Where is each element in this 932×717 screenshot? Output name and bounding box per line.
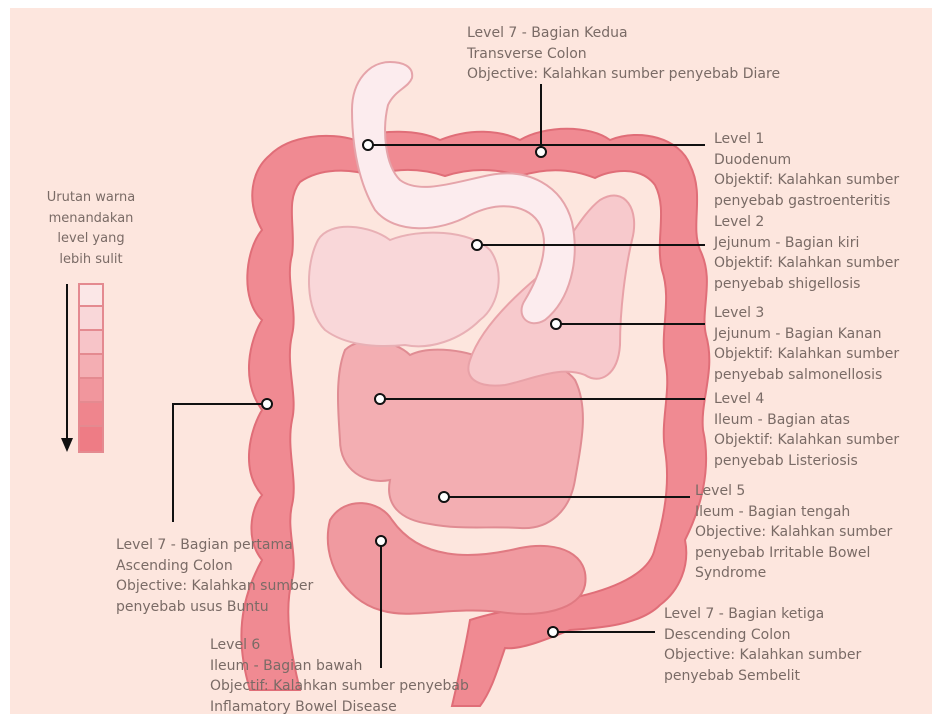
- legend-caption-line: lebih sulit: [30, 250, 152, 271]
- label-line: Level 3: [714, 303, 899, 324]
- marker-level7-ascending: [262, 399, 272, 409]
- label-line: penyebab Sembelit: [664, 666, 861, 687]
- legend-arrow-head: [61, 438, 73, 452]
- label-level2: Level 2 Jejunum - Bagian kiri Objektif: …: [714, 212, 899, 294]
- label-line: penyebab usus Buntu: [116, 597, 313, 618]
- label-line: Level 4: [714, 389, 899, 410]
- label-line: Ascending Colon: [116, 556, 313, 577]
- label-line: Descending Colon: [664, 625, 861, 646]
- label-line: Objektif: Kalahkan sumber: [714, 344, 899, 365]
- label-line: Level 7 - Bagian Kedua: [467, 23, 780, 44]
- label-line: Level 2: [714, 212, 899, 233]
- legend-swatch: [79, 378, 103, 402]
- label-line: Level 1: [714, 129, 899, 150]
- label-line: Objektif: Kalahkan sumber: [714, 170, 899, 191]
- label-line: Objektif: Kalahkan sumber: [714, 430, 899, 451]
- legend-swatch: [79, 354, 103, 378]
- label-line: Level 6: [210, 635, 469, 656]
- legend-caption: Urutan warna menandakan level yang lebih…: [30, 188, 152, 270]
- label-line: Ileum - Bagian atas: [714, 410, 899, 431]
- label-line: Ileum - Bagian tengah: [695, 502, 892, 523]
- label-line: Jejunum - Bagian kiri: [714, 233, 899, 254]
- label-line: Objektif: Kalahkan sumber: [714, 253, 899, 274]
- label-level7-transverse: Level 7 - Bagian Kedua Transverse Colon …: [467, 23, 780, 85]
- legend-swatch: [79, 330, 103, 354]
- label-line: penyebab Irritable Bowel: [695, 543, 892, 564]
- legend-swatch: [79, 284, 103, 306]
- label-line: Objective: Kalahkan sumber: [116, 576, 313, 597]
- label-line: Objectif: Kalahkan sumber penyebab: [210, 676, 469, 697]
- marker-level6: [376, 536, 386, 546]
- label-line: penyebab salmonellosis: [714, 365, 899, 386]
- legend-swatch: [79, 426, 103, 452]
- label-line: Jejunum - Bagian Kanan: [714, 324, 899, 345]
- marker-level5: [439, 492, 449, 502]
- marker-level7-descending: [548, 627, 558, 637]
- label-line: Duodenum: [714, 150, 899, 171]
- marker-level1: [363, 140, 373, 150]
- marker-level7-transverse: [536, 147, 546, 157]
- label-line: Transverse Colon: [467, 44, 780, 65]
- marker-level4: [375, 394, 385, 404]
- label-line: Level 5: [695, 481, 892, 502]
- label-line: penyebab shigellosis: [714, 274, 899, 295]
- marker-level2: [472, 240, 482, 250]
- legend-caption-line: level yang: [30, 229, 152, 250]
- label-level5: Level 5 Ileum - Bagian tengah Objective:…: [695, 481, 892, 584]
- label-level1: Level 1 Duodenum Objektif: Kalahkan sumb…: [714, 129, 899, 211]
- difficulty-legend: [61, 284, 103, 452]
- legend-swatch: [79, 402, 103, 426]
- label-level6: Level 6 Ileum - Bagian bawah Objectif: K…: [210, 635, 469, 717]
- label-level7-descending: Level 7 - Bagian ketiga Descending Colon…: [664, 604, 861, 686]
- label-line: Objective: Kalahkan sumber: [695, 522, 892, 543]
- label-line: Objective: Kalahkan sumber: [664, 645, 861, 666]
- legend-caption-line: menandakan: [30, 209, 152, 230]
- label-line: Syndrome: [695, 563, 892, 584]
- legend-swatch: [79, 306, 103, 330]
- label-line: Level 7 - Bagian ketiga: [664, 604, 861, 625]
- label-level4: Level 4 Ileum - Bagian atas Objektif: Ka…: [714, 389, 899, 471]
- label-line: Level 7 - Bagian pertama: [116, 535, 313, 556]
- label-level3: Level 3 Jejunum - Bagian Kanan Objektif:…: [714, 303, 899, 385]
- marker-level3: [551, 319, 561, 329]
- label-line: penyebab gastroenteritis: [714, 191, 899, 212]
- label-line: penyebab Listeriosis: [714, 451, 899, 472]
- label-line: Ileum - Bagian bawah: [210, 656, 469, 677]
- label-level7-ascending: Level 7 - Bagian pertama Ascending Colon…: [116, 535, 313, 617]
- jejunum-left: [309, 227, 499, 346]
- legend-caption-line: Urutan warna: [30, 188, 152, 209]
- label-line: Objective: Kalahkan sumber penyebab Diar…: [467, 64, 780, 85]
